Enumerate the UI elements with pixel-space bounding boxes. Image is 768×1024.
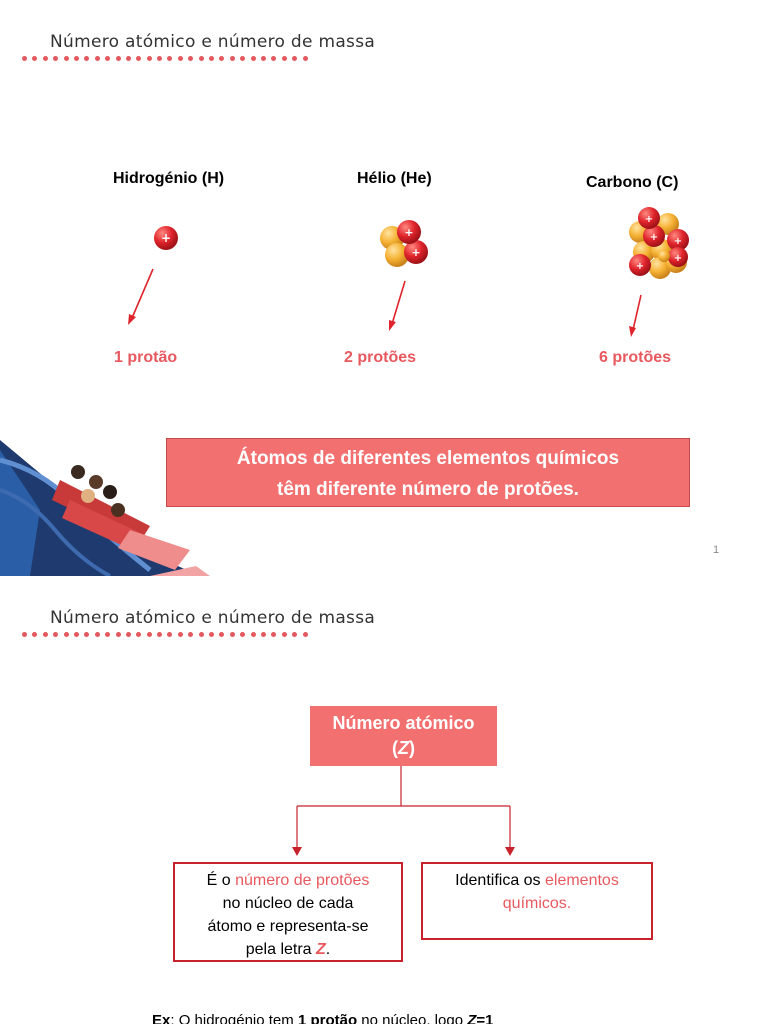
definition-text: pela letra bbox=[245, 941, 317, 958]
title-dotted-underline bbox=[22, 56, 322, 62]
svg-text:+: + bbox=[674, 236, 682, 247]
slide-2: Número atómico e número de massa Número … bbox=[0, 588, 768, 1024]
concept-symbol: Z bbox=[398, 738, 409, 758]
definition-text: É o bbox=[206, 872, 236, 889]
definition-period: . bbox=[325, 941, 331, 958]
concept-label: Número atómico bbox=[332, 713, 475, 733]
example-z: Z bbox=[467, 1012, 477, 1024]
identifies-box: Identifica os elementos químicos. bbox=[421, 862, 653, 940]
identifies-text: Identifica os bbox=[455, 872, 545, 889]
identifies-line-2: químicos. bbox=[502, 895, 572, 912]
definition-letter-z: Z bbox=[316, 941, 326, 958]
callout-line-1: Átomos de diferentes elementos químicos bbox=[236, 448, 620, 469]
definition-line-2: no núcleo de cada bbox=[222, 895, 354, 912]
helium-atom-illustration: + + bbox=[380, 220, 428, 267]
tree-connector bbox=[292, 766, 515, 856]
hydrogen-atom-illustration: + bbox=[154, 226, 178, 250]
arrow-helium bbox=[389, 280, 406, 331]
svg-text:+: + bbox=[636, 261, 644, 272]
arrow-hydrogen bbox=[128, 268, 154, 325]
arrow-carbon bbox=[629, 294, 642, 337]
definition-highlight: número de protões bbox=[235, 872, 370, 889]
example-value: =1 bbox=[476, 1012, 494, 1024]
svg-text:+: + bbox=[645, 214, 653, 225]
carbon-atom-illustration: + + + + + bbox=[629, 207, 689, 279]
element-name-carbon: Carbono (C) bbox=[586, 174, 679, 191]
example-part-1: : O hidrogénio tem bbox=[170, 1012, 298, 1024]
example-text: Ex: O hidrogénio tem 1 protão no núcleo,… bbox=[152, 1012, 494, 1024]
element-name-helium: Hélio (He) bbox=[357, 170, 432, 187]
example-label: Ex bbox=[152, 1012, 171, 1024]
proton-count-hydrogen: 1 protão bbox=[114, 349, 178, 366]
concept-symbol-line: (Z) bbox=[392, 738, 415, 758]
slide-title: Número atómico e número de massa bbox=[50, 32, 376, 52]
proton-count-carbon: 6 protões bbox=[599, 349, 672, 366]
definition-box: É o número de protões no núcleo de cada … bbox=[173, 862, 403, 962]
key-message-callout: Átomos de diferentes elementos químicos … bbox=[166, 438, 690, 507]
atomic-number-box: Número atómico (Z) bbox=[310, 706, 497, 766]
example-part-2: no núcleo, logo bbox=[357, 1012, 468, 1024]
roller-coaster-image bbox=[0, 440, 210, 576]
example-bold: 1 protão bbox=[297, 1012, 358, 1024]
svg-text:+: + bbox=[161, 231, 171, 245]
identifies-highlight-1: elementos bbox=[545, 872, 619, 889]
svg-text:+: + bbox=[650, 232, 658, 243]
definition-line-3: átomo e representa-se bbox=[207, 918, 369, 935]
svg-text:+: + bbox=[404, 226, 413, 239]
svg-text:+: + bbox=[674, 253, 682, 264]
slide-separator bbox=[0, 576, 768, 588]
element-name-hydrogen: Hidrogénio (H) bbox=[113, 170, 225, 187]
slide-title: Número atómico e número de massa bbox=[50, 608, 376, 628]
definition-line-1: É o número de protões bbox=[175, 869, 401, 892]
callout-line-2: têm diferente número de protões. bbox=[277, 479, 579, 500]
svg-text:+: + bbox=[411, 246, 420, 259]
definition-line-4: pela letra Z. bbox=[175, 938, 401, 961]
page-number: 1 bbox=[713, 544, 720, 556]
title-dotted-underline bbox=[22, 632, 322, 638]
proton-count-helium: 2 protões bbox=[344, 349, 417, 366]
slide-1: Número atómico e número de massa Hidrogé… bbox=[0, 32, 720, 576]
identifies-line-1: Identifica os elementos bbox=[423, 869, 651, 892]
